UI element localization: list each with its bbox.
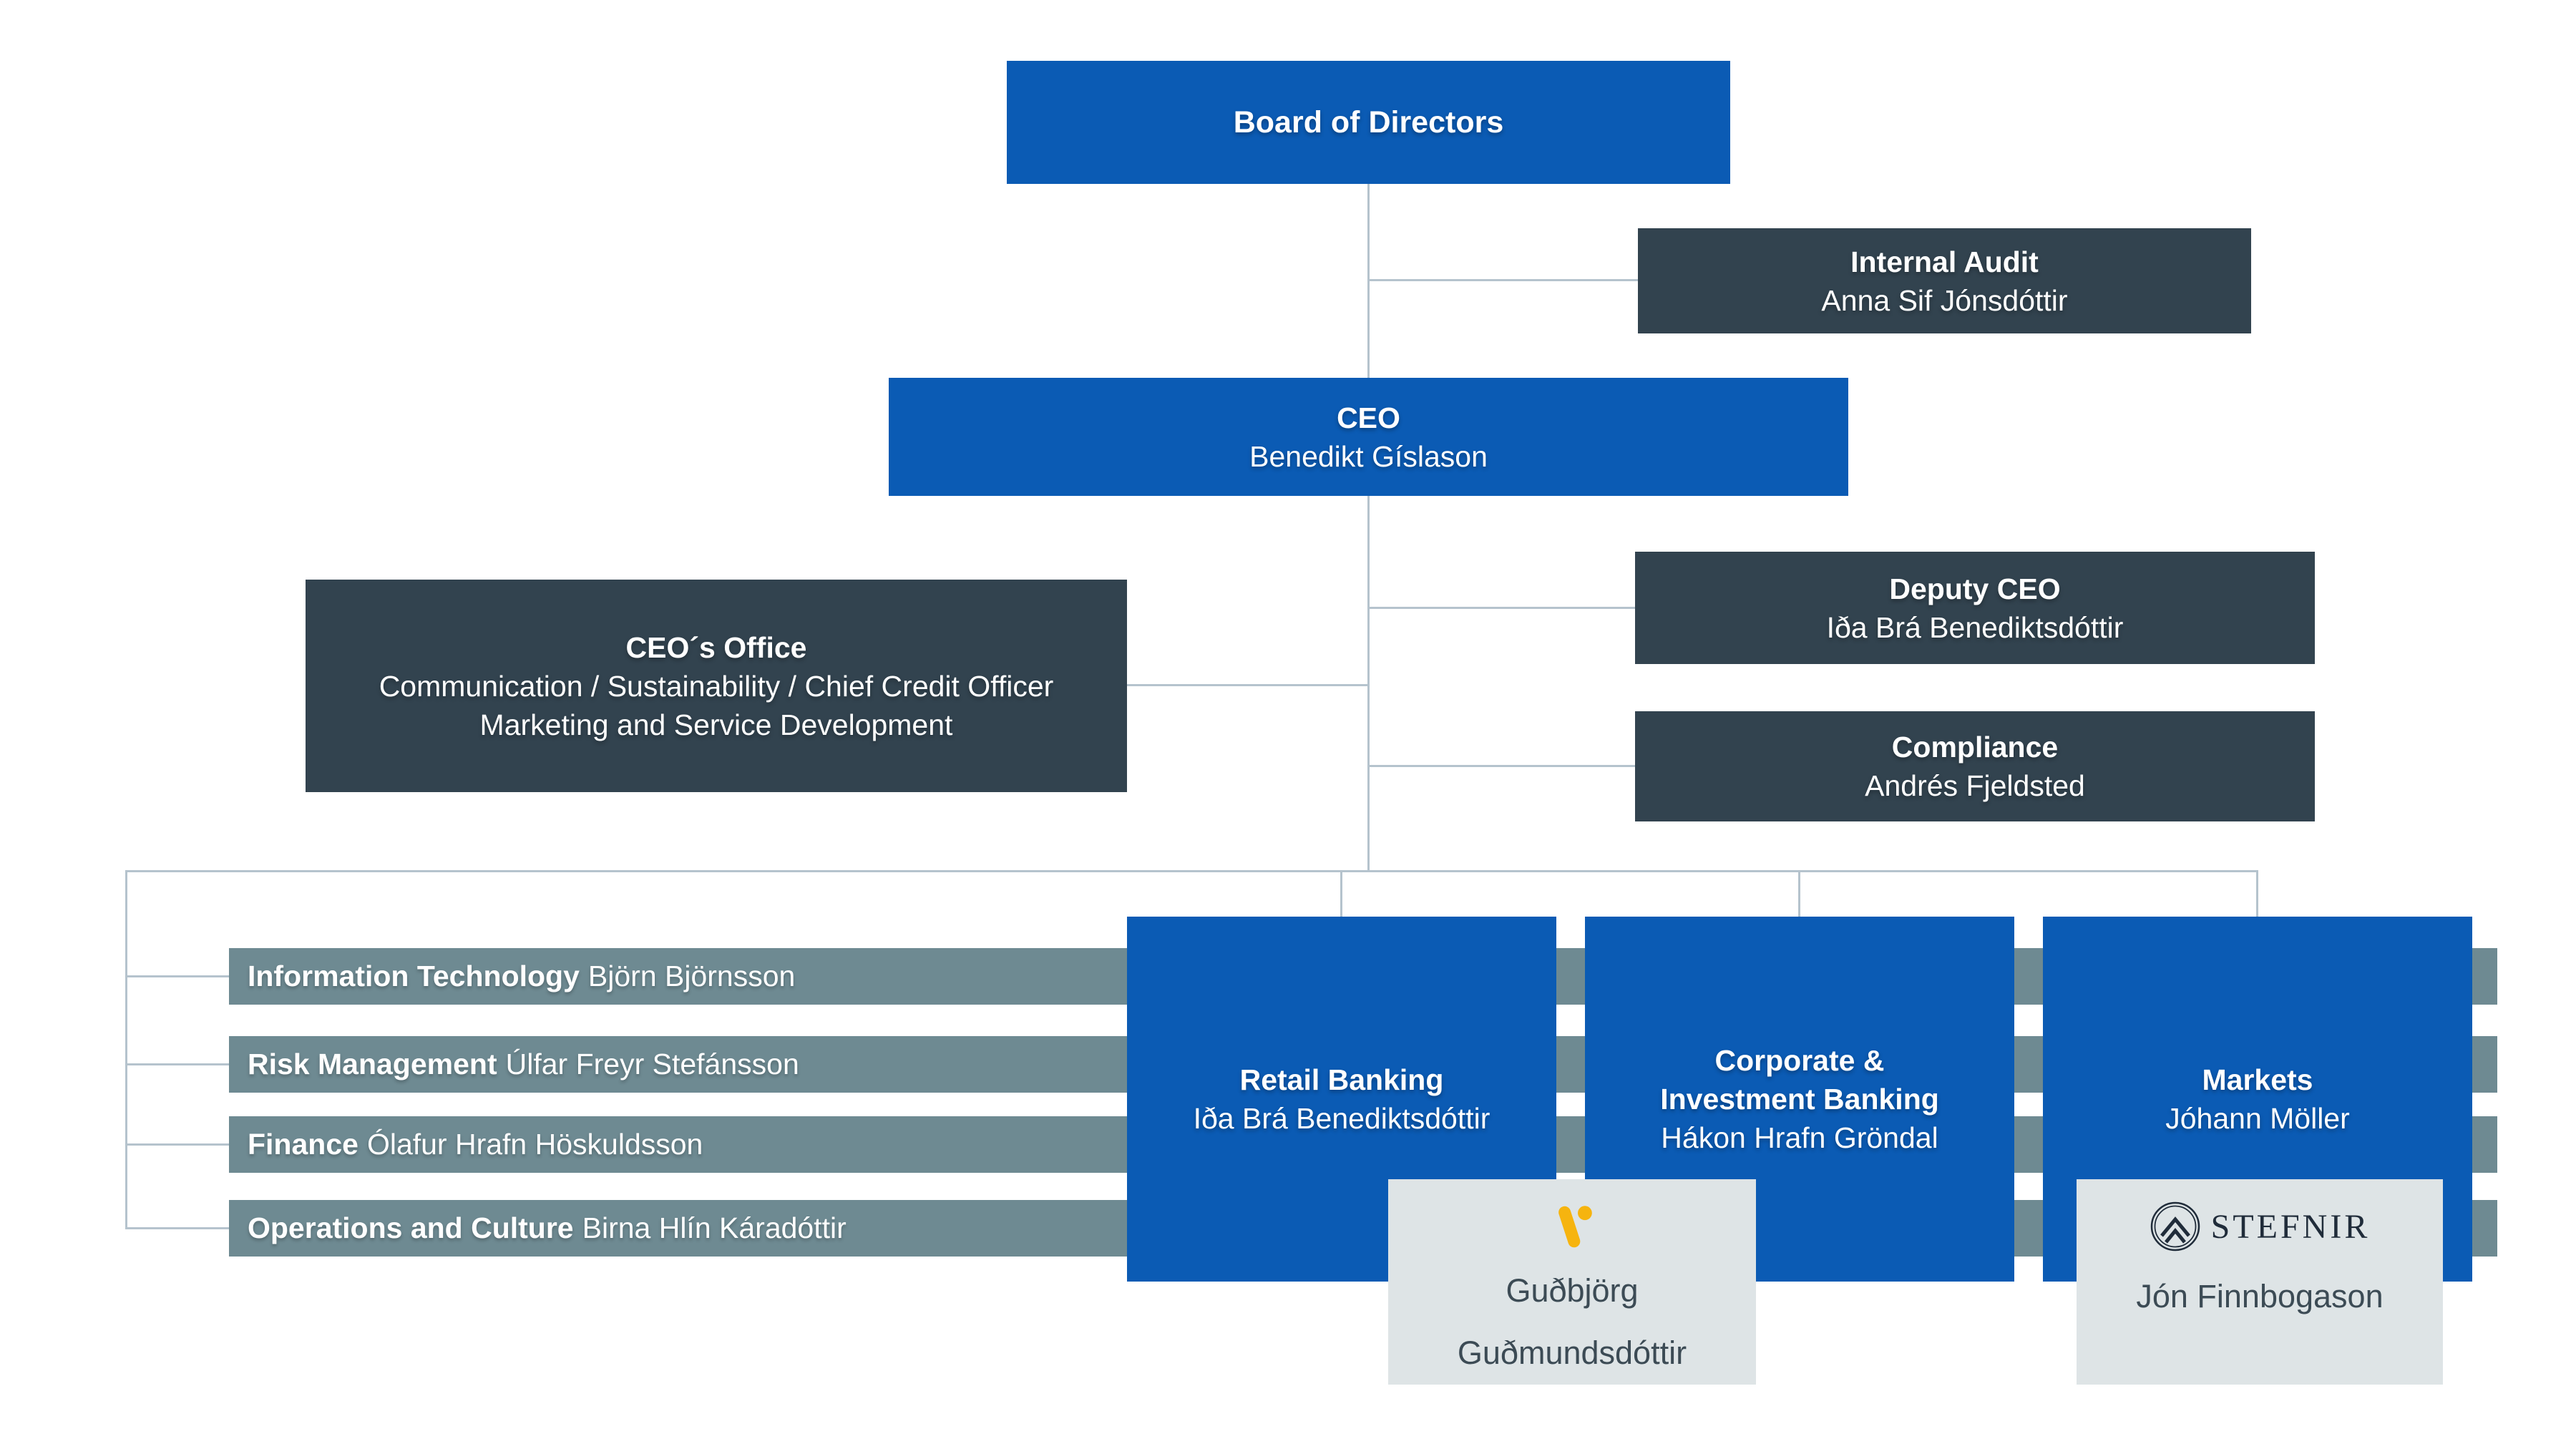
bar-dept-label: Risk Management: [248, 1048, 497, 1080]
bar-dept-label: Information Technology: [248, 960, 580, 992]
connector-ceo-office: [1127, 684, 1369, 686]
connector-internal-audit: [1368, 279, 1639, 281]
box-title: Corporate &: [1714, 1044, 1885, 1077]
box-person: Andrés Fjeldsted: [1865, 769, 2085, 802]
box-title: CEO´s Office: [625, 630, 807, 664]
connector-board-to-ceo: [1367, 184, 1370, 379]
connector-stub-finance: [125, 1143, 230, 1146]
bar-dept-label: Operations and Culture: [248, 1211, 574, 1244]
box-ceo: CEO Benedikt Gíslason: [889, 378, 1848, 496]
bar-person-label: Birna Hlín Káradóttir: [582, 1211, 847, 1244]
connector-stub-risk-management: [125, 1063, 230, 1065]
box-subline: Communication / Sustainability / Chief C…: [379, 669, 1054, 703]
box-compliance: Compliance Andrés Fjeldsted: [1635, 711, 2315, 821]
panel-stefnir: STEFNIR Jón Finnbogason: [2077, 1179, 2443, 1385]
connector-left-vertical: [125, 870, 127, 1229]
connector-drop-retail: [1340, 871, 1342, 917]
box-title: Investment Banking: [1660, 1083, 1939, 1116]
box-ceo-office: CEO´s Office Communication / Sustainabil…: [306, 580, 1127, 792]
connector-main-horizontal: [125, 870, 2258, 872]
connector-drop-markets: [2256, 871, 2258, 917]
connector-deputy-ceo: [1368, 607, 1636, 609]
subsidiary-person: Jón Finnbogason: [2136, 1278, 2384, 1314]
box-person: Hákon Hrafn Gröndal: [1661, 1121, 1938, 1154]
vordur-v-icon: [1558, 1206, 1592, 1248]
box-person: Iða Brá Benediktsdóttir: [1826, 610, 2124, 644]
stefnir-wordmark: STEFNIR: [2210, 1207, 2371, 1246]
stefnir-logo: STEFNIR: [2150, 1201, 2371, 1252]
box-title: Internal Audit: [1850, 245, 2039, 278]
box-title: Compliance: [1891, 731, 2059, 763]
stefnir-rings-icon: [2150, 1201, 2200, 1252]
bar-person-label: Úlfar Freyr Stefánsson: [505, 1048, 799, 1080]
bar-person-label: Björn Björnsson: [587, 960, 796, 992]
connector-compliance: [1368, 765, 1636, 767]
box-person: Benedikt Gíslason: [1249, 439, 1488, 473]
box-internal-audit: Internal Audit Anna Sif Jónsdóttir: [1638, 228, 2251, 333]
box-person: Anna Sif Jónsdóttir: [1821, 283, 2068, 317]
box-title: CEO: [1337, 401, 1400, 434]
box-title: Deputy CEO: [1889, 572, 2061, 605]
box-title: Retail Banking: [1239, 1063, 1444, 1096]
box-title: Board of Directors: [1233, 105, 1504, 140]
box-deputy-ceo: Deputy CEO Iða Brá Benediktsdóttir: [1635, 552, 2315, 664]
panel-vordur: Guðbjörg Guðmundsdóttir: [1388, 1179, 1756, 1385]
connector-stub-operations: [125, 1227, 230, 1229]
box-title: Markets: [2202, 1063, 2313, 1096]
box-board-of-directors: Board of Directors: [1007, 61, 1730, 184]
bar-person-label: Ólafur Hrafn Höskuldsson: [366, 1128, 703, 1161]
bar-dept-label: Finance: [248, 1128, 358, 1161]
connector-stub-information-technology: [125, 975, 230, 977]
box-subline: Marketing and Service Development: [479, 708, 953, 741]
subsidiary-person: Guðmundsdóttir: [1457, 1335, 1687, 1371]
box-person: Jóhann Möller: [2165, 1102, 2350, 1135]
subsidiary-person: Guðbjörg: [1506, 1272, 1639, 1309]
box-person: Iða Brá Benediktsdóttir: [1193, 1102, 1491, 1135]
connector-drop-cib: [1798, 871, 1800, 917]
